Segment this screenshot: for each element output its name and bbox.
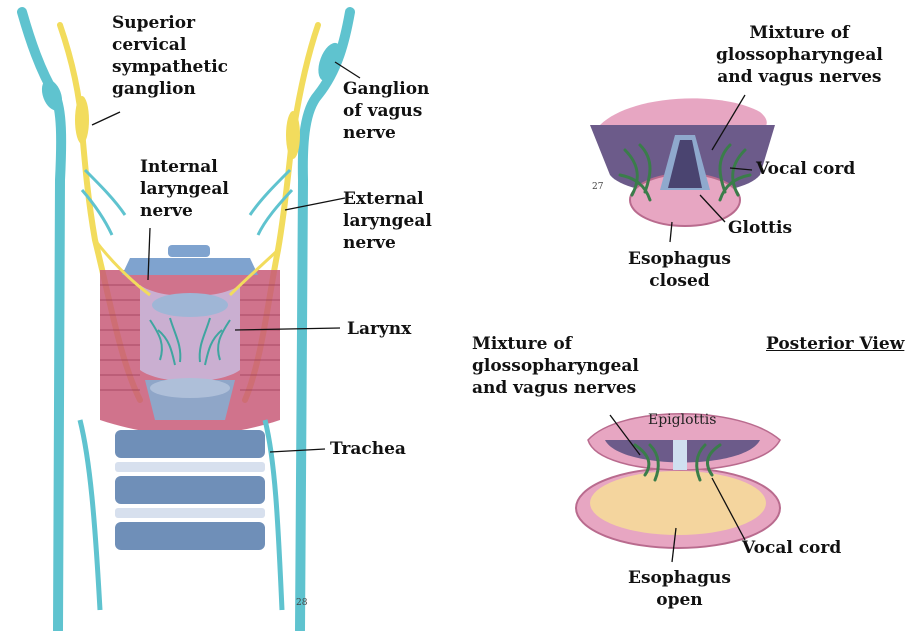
label-superior-cervical-sympathetic-ganglion: Superior cervical sympathetic ganglion (112, 12, 228, 100)
label-esophagus-closed: Esophagus closed (628, 248, 731, 292)
label-vocal-cord-bottom: Vocal cord (742, 537, 841, 559)
artist-mark-top-right: 27 (592, 182, 603, 192)
label-posterior-view: Posterior View (766, 333, 904, 355)
label-internal-laryngeal-nerve: Internal laryngeal nerve (140, 156, 229, 222)
label-mixture-top: Mixture of glossopharyngeal and vagus ne… (716, 22, 883, 88)
label-mixture-bottom: Mixture of glossopharyngeal and vagus ne… (472, 333, 639, 399)
label-ganglion-of-vagus-nerve: Ganglion of vagus nerve (343, 78, 429, 144)
label-glottis: Glottis (728, 217, 792, 239)
label-trachea: Trachea (330, 438, 406, 460)
label-larynx: Larynx (347, 318, 411, 340)
label-esophagus-open: Esophagus open (628, 567, 731, 611)
label-epiglottis: Epiglottis (648, 412, 716, 428)
right-superior-ganglion (286, 111, 300, 159)
epiglottis-cartilage (122, 258, 258, 275)
label-vocal-cord-top: Vocal cord (756, 158, 855, 180)
label-external-laryngeal-nerve: External laryngeal nerve (343, 188, 432, 254)
left-superior-ganglion (75, 96, 89, 144)
artist-mark-left: 28 (296, 598, 307, 608)
trachea-rings (115, 430, 265, 550)
